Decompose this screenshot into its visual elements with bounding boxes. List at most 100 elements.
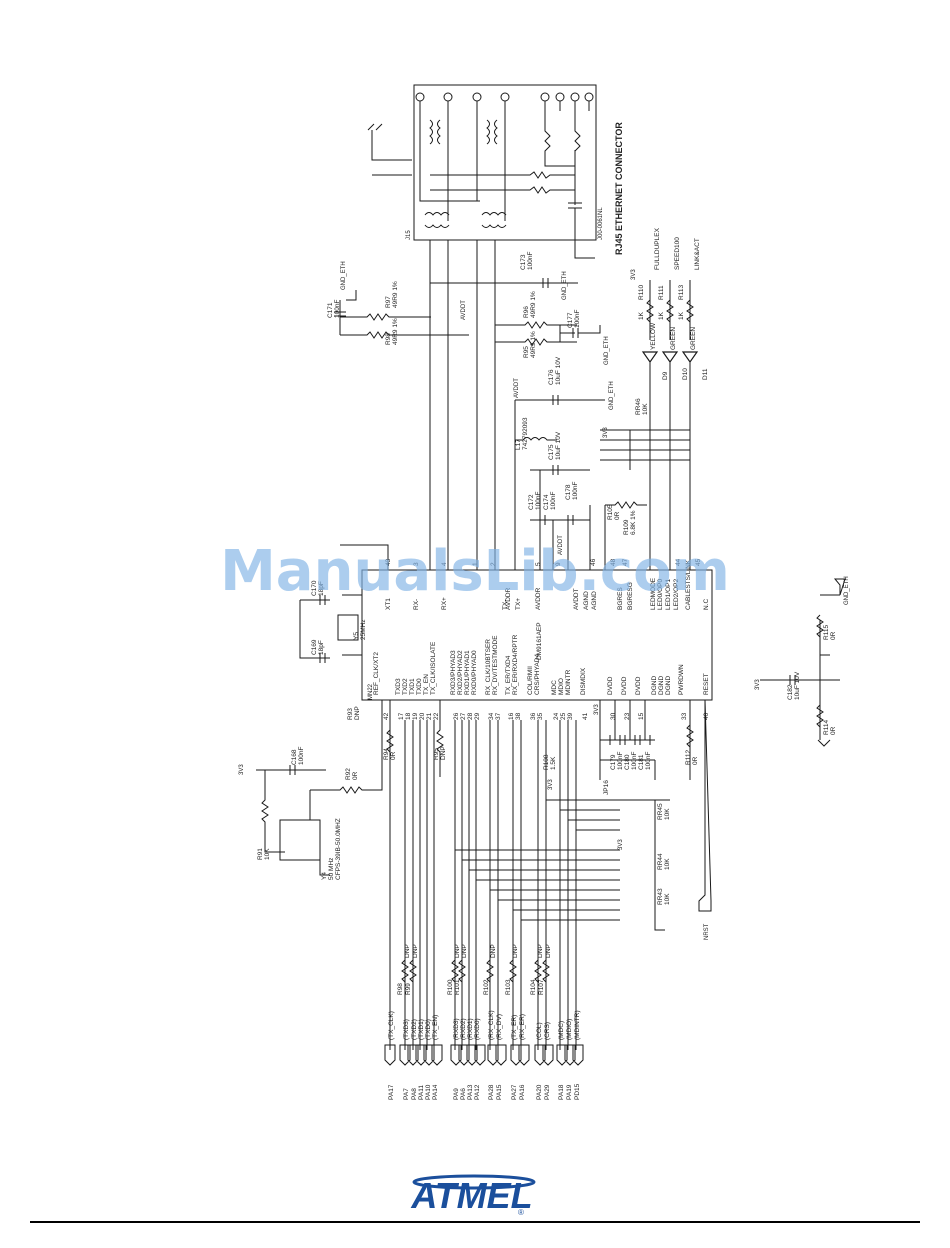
comp-val-rr43: 10K bbox=[664, 893, 671, 905]
ic-top-pin-num-4: 2 bbox=[490, 562, 497, 566]
comp-val-rr45: 10K bbox=[664, 808, 671, 820]
comp-val-r115: 0R bbox=[830, 631, 837, 640]
comp-ref-r97: R97 bbox=[385, 296, 392, 308]
ic-top-pin-15: LED2/OP2 bbox=[673, 579, 680, 610]
ic-left-pin-27: DGND bbox=[665, 676, 672, 695]
atmel-logo-mark: ® bbox=[518, 1208, 524, 1217]
ic-left-pin-num-5: 21 bbox=[426, 712, 433, 720]
ic-left-pin-7: RXD3/PHYAD3 bbox=[450, 650, 457, 695]
ic-left-pin-0: REF_CLK/XT2 bbox=[373, 652, 380, 695]
ic-top-pin-14: LED1/OP1 bbox=[665, 579, 672, 610]
comp-val-r97: 49R9 1% bbox=[392, 281, 399, 308]
bottom-signal-3: (TXD1) bbox=[418, 1019, 425, 1040]
bottom-port-13: PA16 bbox=[519, 1084, 526, 1100]
ic-left-pin-12: RX_DV/TESTMODE bbox=[492, 635, 499, 695]
comp-ref-r108: R108 bbox=[543, 754, 550, 770]
wires bbox=[256, 84, 846, 1066]
comp-val-r95: DNP bbox=[440, 746, 447, 760]
gnd-eth-2: GND_ETH bbox=[562, 271, 568, 300]
ic-top-pin-3: TX- bbox=[502, 600, 509, 610]
comp-val-c169: 18pF bbox=[318, 640, 325, 655]
gnd-eth-3: GND_ETH bbox=[604, 336, 610, 365]
ic-left-pin-num-23: 15 bbox=[638, 712, 645, 720]
bottom-signal-7: (RXD2) bbox=[460, 1018, 467, 1040]
ic-left-pin-num-6: 22 bbox=[433, 712, 440, 720]
ic-top-pin-1: RX- bbox=[413, 599, 420, 610]
bottom-port-17: PA19 bbox=[566, 1084, 573, 1100]
led-resistor-ref-2: R113 bbox=[678, 285, 685, 300]
comp-ref-c179: C179 bbox=[610, 754, 617, 770]
ic-top-pin-8: AGND bbox=[583, 591, 590, 610]
bottom-resistor-ref-3: R101 bbox=[454, 979, 461, 995]
ic-left-pin-3: TXD1 bbox=[409, 678, 416, 695]
connector-part: J00-0061NL bbox=[598, 207, 604, 240]
comp-val-r94: 0R bbox=[390, 751, 397, 760]
ic-left-pin-num-0: 42 bbox=[383, 712, 390, 720]
ic-top-pin-num-9: 47 bbox=[622, 558, 629, 566]
ic-left-pin-5: TX_EN bbox=[423, 674, 430, 695]
ic-left-pin-15: COL/RMII bbox=[527, 666, 534, 695]
atmel-logo: ATMEL ® bbox=[410, 1174, 536, 1217]
comp-ref-r114: R114 bbox=[823, 720, 830, 735]
nrst-label: NRST bbox=[704, 923, 710, 940]
ic-left-pin-2: TXD2 bbox=[402, 678, 409, 695]
comp-ref-c172: C172 bbox=[528, 494, 535, 510]
bottom-signal-2: (TXD2) bbox=[411, 1019, 418, 1040]
led-resistor-ref-0: R110 bbox=[638, 285, 645, 300]
ic-left-pin-num-24: 33 bbox=[681, 712, 688, 720]
bottom-signal-16: (MDC) bbox=[558, 1021, 565, 1040]
comp-ref-c171: C171 bbox=[327, 302, 334, 318]
bottom-port-8: PA13 bbox=[467, 1084, 474, 1100]
comp-ref-r98: R98 bbox=[385, 333, 392, 345]
ic-left-pin-num-15: 36 bbox=[530, 712, 537, 720]
ic-left-pin-num-3: 19 bbox=[412, 712, 419, 720]
ic-left-pin-num-21: 30 bbox=[610, 712, 617, 720]
bottom-signal-8: (RXD1) bbox=[467, 1018, 474, 1040]
ic-top-pin-num-6: 9 bbox=[555, 562, 562, 566]
comp-val-crystal_y5: 25MHz bbox=[360, 619, 367, 640]
ic-left-pin-num-19: 39 bbox=[567, 712, 574, 720]
comp-val-c173: 100nF bbox=[527, 252, 534, 270]
oscillator-body bbox=[279, 819, 321, 861]
comp-val-c179: 100nF bbox=[617, 752, 624, 770]
bottom-resistor-ref-7: R107 bbox=[538, 979, 545, 995]
ic-top-pin-num-2: 4 bbox=[441, 562, 448, 566]
comp-ref-r91: R91 bbox=[257, 848, 264, 860]
net-3v3-1: 3V3 bbox=[239, 764, 245, 775]
ic-left-pin-9: RXD1/PHYAD1 bbox=[464, 650, 471, 695]
bottom-signal-labels: (TX_CLK)PA17(TXD3)PA7(TXD2)PA8(TXD1)PA11… bbox=[388, 944, 581, 1100]
ic-top-pin-0: XT1 bbox=[385, 598, 392, 610]
bottom-signal-1: (TXD3) bbox=[403, 1019, 410, 1040]
led-ref-2: D11 bbox=[702, 368, 709, 380]
bottom-port-7: PA6 bbox=[460, 1088, 467, 1100]
comp-val-c177: 100nF bbox=[574, 310, 581, 328]
ic-left-pin-11: RX_CLK/10BTSER bbox=[485, 639, 492, 695]
avddt-1: AVDDT bbox=[461, 300, 467, 320]
comp-val-c180: 100nF bbox=[631, 752, 638, 770]
led-net-1: SPEED100 bbox=[674, 237, 681, 270]
bottom-port-1: PA7 bbox=[403, 1088, 410, 1100]
comp-ref-rr44: RR44 bbox=[657, 853, 664, 870]
ic-left-pin-num-7: 26 bbox=[453, 712, 460, 720]
ic-ref: MN22 bbox=[368, 683, 374, 700]
ic-left-pin-num-9: 28 bbox=[467, 712, 474, 720]
avddt-2: AVDDT bbox=[514, 378, 520, 398]
led-color-0: YELLOW bbox=[650, 322, 657, 350]
bottom-signal-4: (TXD0) bbox=[425, 1019, 432, 1040]
ic-left-pin-19: MDINTR bbox=[565, 669, 572, 695]
ic-left-pin-num-25: 40 bbox=[703, 712, 710, 720]
led-net-2: LINK&ACT bbox=[694, 238, 701, 270]
bottom-signal-0: (TX_CLK) bbox=[388, 1011, 395, 1040]
comp-part-osc_y4: CFPS-39IB-50.0MHZ bbox=[335, 818, 342, 880]
bottom-resistor-dnp-7: DNP bbox=[545, 944, 552, 958]
comp-ref-c181: C181 bbox=[638, 754, 645, 770]
bottom-port-4: PA10 bbox=[425, 1084, 432, 1100]
bottom-port-15: PA29 bbox=[544, 1084, 551, 1100]
bottom-resistor-dnp-1: DNP bbox=[412, 944, 419, 958]
led-color-2: GREEN bbox=[690, 327, 697, 350]
bottom-resistor-dnp-5: DNP bbox=[512, 944, 519, 958]
bottom-port-11: PA15 bbox=[496, 1084, 503, 1100]
bottom-port-16: PA18 bbox=[558, 1084, 565, 1100]
bottom-resistor-ref-5: R103 bbox=[505, 979, 512, 995]
